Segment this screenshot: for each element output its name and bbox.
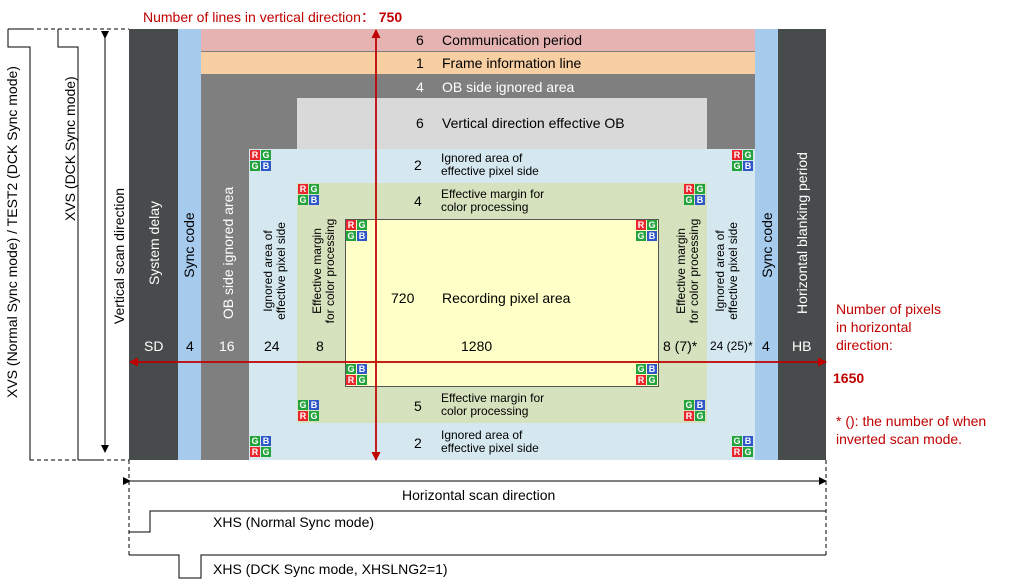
communication-period-row: 6 Communication period — [201, 29, 755, 51]
xhs-normal-waveform — [129, 510, 826, 533]
xhs-dck-waveform — [129, 554, 826, 579]
eff-bot-num: 5 — [414, 398, 422, 414]
count-hb: HB — [792, 338, 812, 354]
eff-top-num: 4 — [414, 193, 422, 209]
horizontal-scan-label: Horizontal scan direction — [402, 487, 556, 503]
pixels-horizontal-value: 1650 — [833, 370, 865, 386]
ign-bot-num: 2 — [414, 435, 422, 451]
xvs-normal-waveform — [7, 29, 33, 461]
lines-vertical-value: 750 — [378, 9, 403, 25]
count-eff-left: 8 — [316, 338, 324, 354]
count-sd: SD — [144, 338, 164, 354]
frame-information-row: 1 Frame information line — [201, 52, 755, 74]
hblank-column — [778, 29, 826, 460]
xhs-normal-label: XHS (Normal Sync mode) — [213, 514, 375, 530]
recording-pixel-area — [345, 219, 659, 387]
inverted-scan-note: * (): the number of when inverted scan m… — [836, 413, 987, 447]
count-ob: 16 — [219, 338, 235, 354]
sync-code-left-column — [178, 29, 201, 460]
ign-top-num: 2 — [414, 157, 422, 173]
ob-ignored-num: 4 — [416, 79, 424, 95]
count-sync-left: 4 — [186, 338, 194, 354]
rec-label: Recording pixel area — [442, 290, 571, 306]
ob-ignored-label: OB side ignored area — [442, 79, 575, 95]
lines-vertical-label: Number of lines in vertical direction： 7… — [143, 9, 403, 25]
xhs-dck-label: XHS (DCK Sync mode, XHSLNG2=1) — [213, 561, 448, 577]
count-rec: 1280 — [461, 338, 493, 354]
vertical-effective-ob-row: 6 Vertical direction effective OB — [297, 98, 707, 149]
system-delay-column — [129, 29, 178, 460]
count-ign-left: 24 — [264, 338, 280, 354]
count-sync-right: 4 — [762, 338, 770, 354]
count-ign-right: 24 (25)* — [710, 339, 753, 353]
pixels-horizontal-label: Number of pixels in horizontal direction… — [836, 301, 942, 353]
xvs-dck-waveform — [57, 29, 79, 460]
sync-code-right-column — [755, 29, 778, 460]
count-eff-right: 8 (7)* — [663, 338, 698, 354]
rec-num: 720 — [391, 290, 415, 306]
